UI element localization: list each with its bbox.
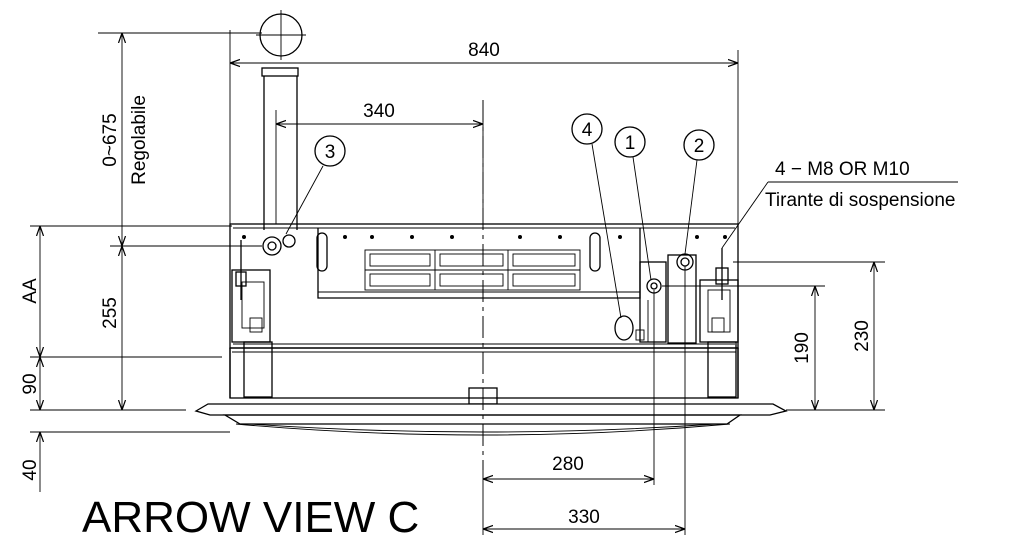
dimension-lines <box>40 33 874 529</box>
dim-aa: AA <box>20 278 41 304</box>
callout-3: 3 <box>285 135 346 235</box>
dim-adjustable-range: 0~675 <box>100 113 121 166</box>
unit-body <box>194 10 788 436</box>
callout-1-label: 1 <box>625 133 636 154</box>
callout-3-label: 3 <box>325 142 336 163</box>
dim-190: 190 <box>792 332 813 364</box>
screw-dots <box>242 235 727 239</box>
right-bracket <box>699 248 739 398</box>
callout-2-label: 2 <box>694 136 705 157</box>
drain-pipe <box>256 10 306 230</box>
dim-40: 40 <box>20 459 41 480</box>
grille-windows <box>364 249 581 291</box>
dim-280: 280 <box>552 454 584 475</box>
callout-4-label: 4 <box>582 120 593 141</box>
dim-90: 90 <box>20 373 41 394</box>
dim-255: 255 <box>100 297 121 329</box>
rod-spec: 4 − M8 OR M10 <box>775 159 910 180</box>
view-title: ARROW VIEW C <box>82 493 419 541</box>
dim-330: 330 <box>568 507 600 528</box>
callout-4: 4 <box>571 113 622 319</box>
extension-lines <box>30 30 885 535</box>
adjustable-label: Regolabile <box>129 95 150 185</box>
callout-2: 2 <box>683 129 715 255</box>
callout-1: 1 <box>614 126 652 281</box>
left-bracket <box>231 240 273 398</box>
rod-description: Tirante di sospensione <box>765 190 955 211</box>
dim-230: 230 <box>852 320 873 352</box>
dim-840: 840 <box>468 40 500 61</box>
dim-340: 340 <box>363 101 395 122</box>
rod-callout: 4 − M8 OR M10 Tirante di sospensione <box>721 159 958 249</box>
